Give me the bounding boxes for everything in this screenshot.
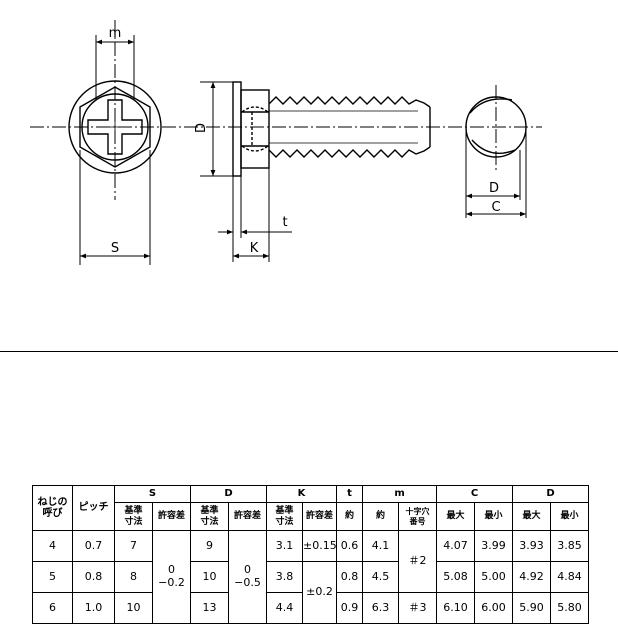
table-row: 6 1.0 10 13 4.4 0.9 6.3 ＃3 6.10 6.00 5.9… bbox=[32, 592, 590, 624]
cell-size: 4 bbox=[32, 530, 73, 562]
cell-c-max: 4.07 bbox=[436, 530, 476, 562]
cell-d2-max: 3.93 bbox=[512, 530, 552, 562]
flange-side bbox=[232, 81, 242, 177]
cell-c-min: 5.00 bbox=[474, 561, 514, 593]
cell-d: 13 bbox=[190, 592, 230, 624]
cell-k: 3.8 bbox=[266, 561, 304, 593]
cell-d-tol: 0 −0.5 bbox=[228, 530, 268, 624]
dimension-table: ねじの 呼び ピッチ S D K t m C D 基準 寸法 許容差 基準 寸法… bbox=[32, 485, 590, 624]
cell-c-min: 3.99 bbox=[474, 530, 514, 562]
cell-s: 10 bbox=[114, 592, 153, 624]
dimension-k bbox=[232, 168, 270, 262]
cell-m: 6.3 bbox=[362, 592, 400, 624]
label-t: t bbox=[282, 215, 287, 230]
d2-max-header: 最大 bbox=[512, 502, 552, 531]
k-basic-header: 基準 寸法 bbox=[266, 502, 304, 531]
col-s: S bbox=[113, 485, 192, 503]
cell-cross: ＃2 bbox=[398, 530, 438, 593]
label-k: K bbox=[250, 241, 259, 256]
cell-d2-min: 5.80 bbox=[550, 592, 590, 624]
dimension-d-head bbox=[200, 81, 233, 177]
cell-t: 0.9 bbox=[336, 592, 364, 624]
col-c: C bbox=[436, 485, 514, 503]
thread-bottom bbox=[268, 146, 431, 158]
hex-side bbox=[240, 89, 270, 169]
col-size: ねじの 呼び bbox=[32, 485, 73, 531]
label-s: S bbox=[111, 241, 119, 256]
s-tol-header: 許容差 bbox=[151, 502, 192, 531]
label-c-end: C bbox=[491, 200, 500, 215]
dimension-dc-end bbox=[465, 132, 527, 218]
k-tol-header: 許容差 bbox=[302, 502, 338, 531]
cell-d: 10 bbox=[190, 561, 230, 593]
cell-t: 0.6 bbox=[336, 530, 364, 562]
header-row-2: 基準 寸法 許容差 基準 寸法 許容差 基準 寸法 許容差 約 約 十字穴 番号… bbox=[33, 502, 590, 531]
cell-m: 4.5 bbox=[362, 561, 400, 593]
cell-c-max: 6.10 bbox=[436, 592, 476, 624]
d-tol-header: 許容差 bbox=[228, 502, 268, 531]
cell-size: 6 bbox=[32, 592, 73, 624]
cell-k-tol: ±0.2 bbox=[302, 561, 338, 624]
cell-d2-max: 4.92 bbox=[512, 561, 552, 593]
cell-s-tol: 0 −0.2 bbox=[151, 530, 192, 624]
col-m: m bbox=[362, 485, 438, 503]
s-basic-header: 基準 寸法 bbox=[114, 502, 153, 531]
thread-top bbox=[268, 96, 431, 108]
label-d-end: D bbox=[489, 181, 499, 196]
dimension-t bbox=[218, 176, 292, 238]
label-d-head: D bbox=[194, 123, 209, 133]
cell-k-tol: ±0.15 bbox=[302, 530, 338, 562]
cell-m: 4.1 bbox=[362, 530, 400, 562]
side-view bbox=[232, 81, 431, 177]
section-divider bbox=[0, 351, 618, 352]
d-basic-header: 基準 寸法 bbox=[190, 502, 230, 531]
table-row: 4 0.7 7 0 −0.2 9 0 −0.5 3.1 ±0.15 0.6 4.… bbox=[32, 530, 590, 624]
cell-d2-max: 5.90 bbox=[512, 592, 552, 624]
col-d2: D bbox=[512, 485, 590, 503]
phillips-recess-icon bbox=[87, 99, 143, 155]
c-max-header: 最大 bbox=[436, 502, 476, 531]
col-d: D bbox=[190, 485, 268, 503]
t-approx-header: 約 bbox=[336, 502, 364, 531]
header-row-1: ねじの 呼び ピッチ S D K t m C D bbox=[32, 485, 590, 531]
label-m: m bbox=[109, 26, 122, 41]
dimension-m bbox=[95, 35, 135, 100]
table-row: 5 0.8 8 10 3.8 ±0.2 0.8 4.5 5.08 5.00 4.… bbox=[32, 561, 590, 624]
cell-pitch: 0.8 bbox=[72, 561, 115, 593]
cell-k: 3.1 bbox=[266, 530, 304, 562]
cell-pitch: 0.7 bbox=[72, 530, 115, 562]
screw-technical-drawing: m S D K t bbox=[30, 20, 542, 265]
cell-size: 5 bbox=[32, 561, 73, 593]
cell-cross: ＃3 bbox=[398, 592, 438, 624]
col-pitch: ピッチ bbox=[72, 485, 115, 531]
dimension-s bbox=[79, 150, 151, 265]
cell-d: 9 bbox=[190, 530, 230, 562]
cell-d2-min: 3.85 bbox=[550, 530, 590, 562]
m-cross-header: 十字穴 番号 bbox=[398, 502, 438, 531]
col-t: t bbox=[336, 485, 364, 503]
c-min-header: 最小 bbox=[474, 502, 514, 531]
cell-s: 8 bbox=[114, 561, 153, 593]
cell-t: 0.8 bbox=[336, 561, 364, 593]
cell-pitch: 1.0 bbox=[72, 592, 115, 624]
center-lines bbox=[30, 20, 542, 200]
m-approx-header: 約 bbox=[362, 502, 400, 531]
cell-d2-min: 4.84 bbox=[550, 561, 590, 593]
cell-s: 7 bbox=[114, 530, 153, 562]
cell-k: 4.4 bbox=[266, 592, 304, 624]
col-k: K bbox=[266, 485, 338, 503]
cell-c-max: 5.08 bbox=[436, 561, 476, 593]
cell-c-min: 6.00 bbox=[474, 592, 514, 624]
d2-min-header: 最小 bbox=[550, 502, 590, 531]
